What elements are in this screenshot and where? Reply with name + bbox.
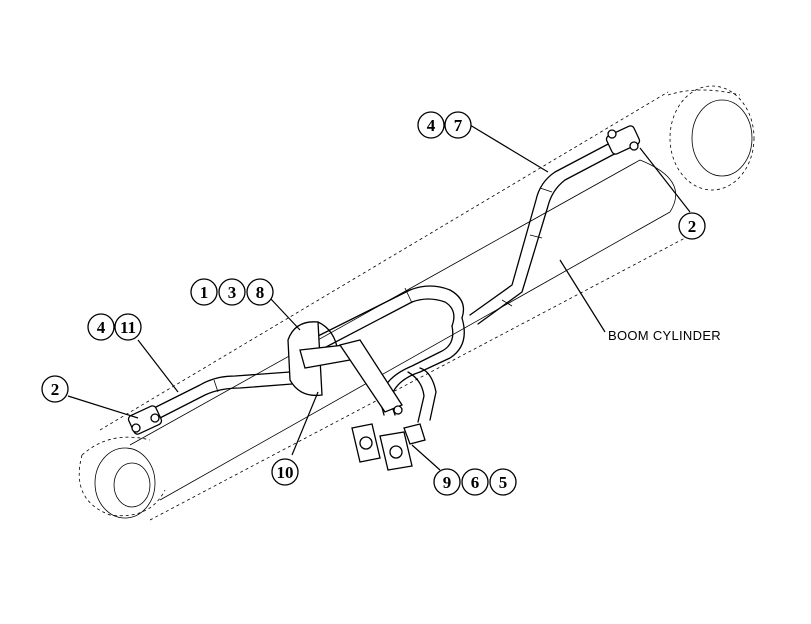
callout-10: 10 (271, 458, 299, 486)
callout-number: 2 (51, 380, 60, 399)
leader-lines (67, 124, 691, 471)
callout-number: 8 (256, 283, 265, 302)
callout-number: 11 (120, 318, 136, 337)
callout-number: 4 (427, 116, 436, 135)
callout-number: 9 (443, 473, 452, 492)
callout-number: 2 (688, 217, 697, 236)
callout-4-7: 4 7 (417, 111, 472, 139)
callout-4-11: 4 11 (87, 313, 142, 341)
callout-number: 4 (97, 318, 106, 337)
callout-number: 7 (454, 116, 463, 135)
callout-number: 3 (228, 283, 237, 302)
callout-number: 10 (277, 463, 294, 482)
boom-cylinder (78, 85, 755, 521)
left-clamp (127, 405, 163, 435)
callout-2-left: 2 (41, 375, 69, 403)
callout-number: 6 (471, 473, 480, 492)
callout-2-right: 2 (678, 212, 706, 240)
right-clamp (605, 125, 641, 155)
boom-cylinder-label: BOOM CYLINDER (608, 328, 721, 343)
callout-1-3-8: 1 3 8 (190, 278, 274, 306)
manifold-blocks (351, 423, 426, 471)
callout-number: 5 (499, 473, 508, 492)
callout-9-6-5: 9 6 5 (433, 468, 517, 496)
callout-number: 1 (200, 283, 209, 302)
saddle-clamp (287, 321, 403, 415)
